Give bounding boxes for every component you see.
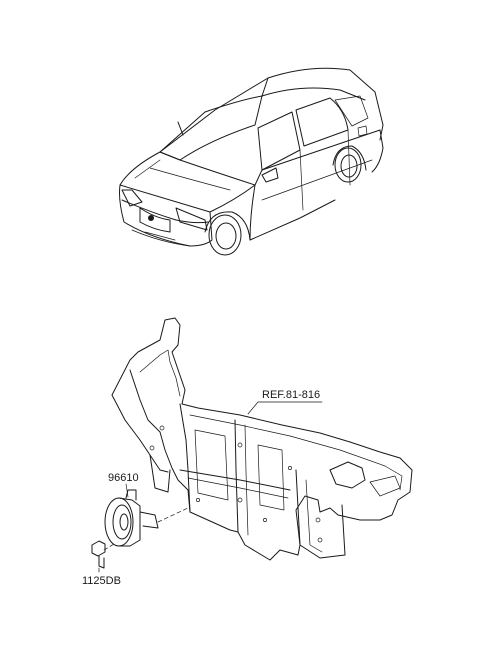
bolt-to-horn-dash bbox=[103, 543, 115, 551]
front-panel bbox=[111, 317, 413, 561]
horn-component bbox=[104, 489, 159, 547]
horn-leader-line bbox=[125, 483, 129, 498]
ref-leader-line bbox=[247, 401, 323, 415]
car-illustration bbox=[119, 67, 384, 256]
bolt-part-number: 1125DB bbox=[82, 575, 121, 587]
bolt-component bbox=[91, 540, 106, 569]
ref-label: REF.81-816 bbox=[262, 389, 320, 401]
horn-part-number: 96610 bbox=[108, 472, 139, 484]
horn-to-panel-dash bbox=[157, 507, 189, 523]
